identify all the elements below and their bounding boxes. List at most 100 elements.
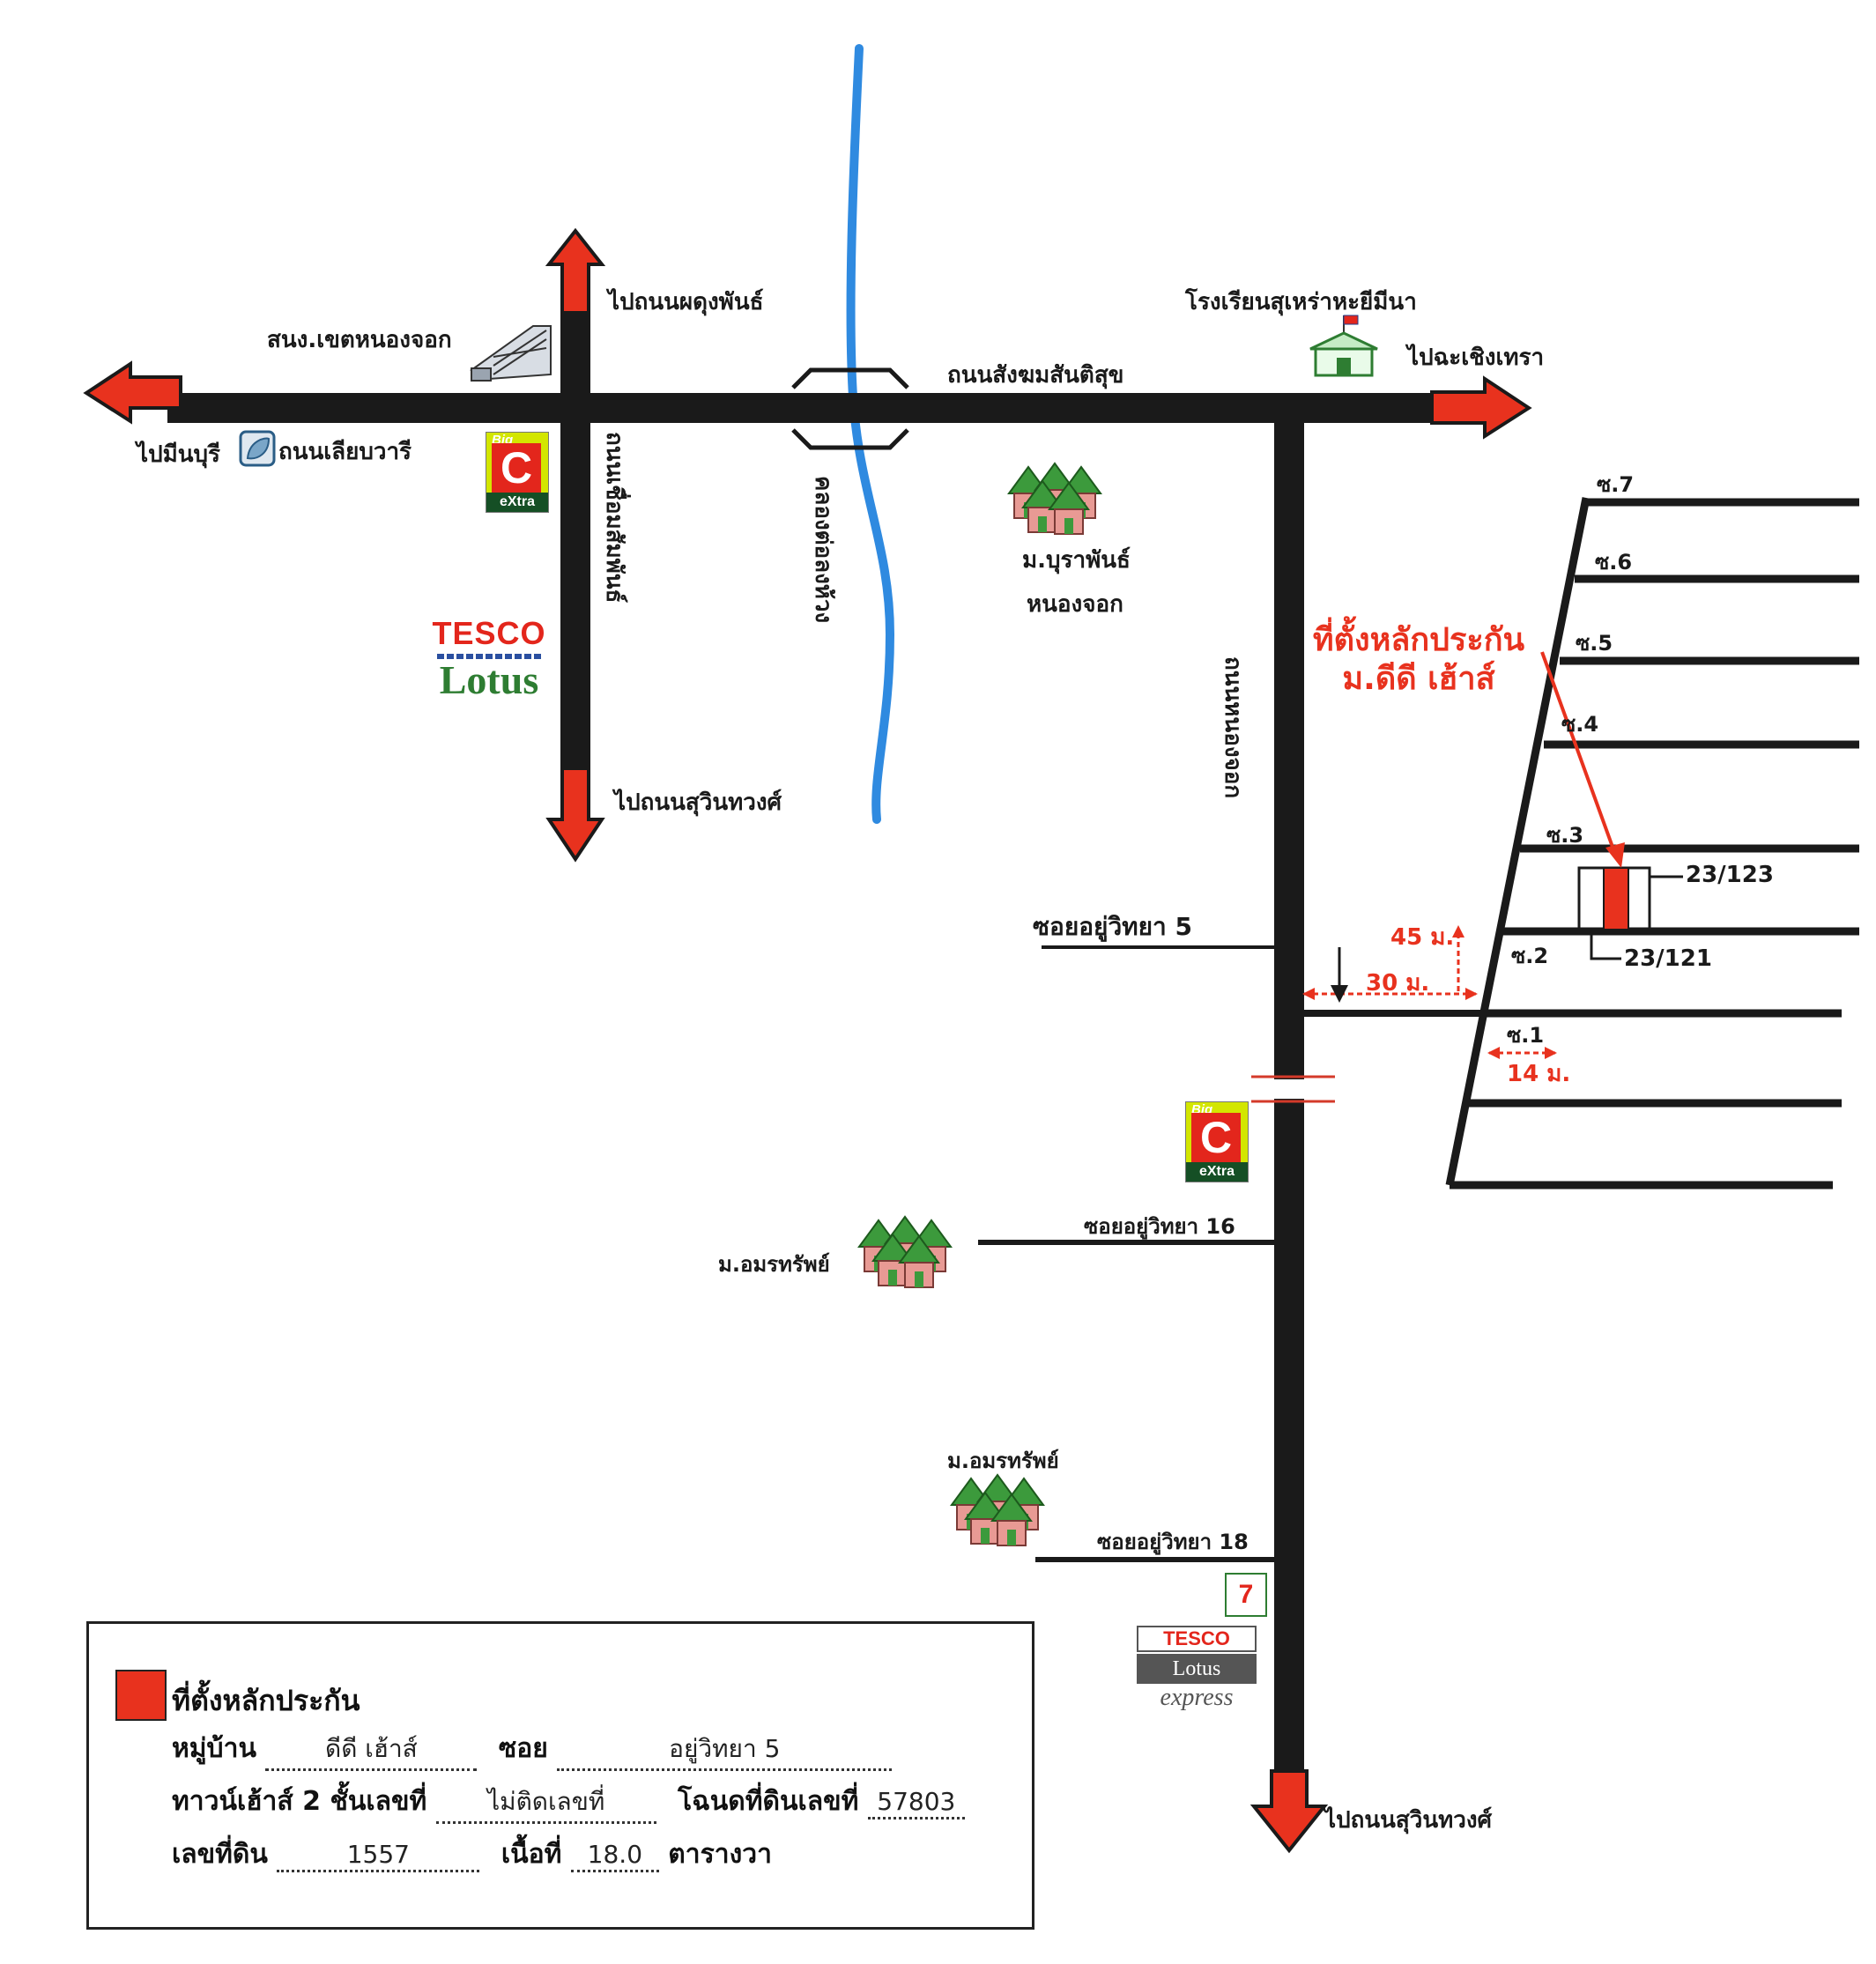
- arrow-down-1: [545, 767, 605, 863]
- collateral-pointer-head: [1605, 842, 1625, 868]
- village-houses-amon-2: [951, 1474, 1044, 1546]
- label-village-amon-1: ม.อมรทรัพย์: [718, 1252, 830, 1277]
- label-liapwari-rd: ถนนเลียบวารี: [278, 439, 412, 465]
- legend-soi-label: ซอย: [498, 1733, 548, 1764]
- legend-soi-dots: อยู่วิทยา 5: [557, 1730, 893, 1771]
- express-text: express: [1160, 1684, 1234, 1711]
- legend-marker-swatch: [115, 1670, 167, 1721]
- bigc-extra-logo-1: Big C eXtra: [486, 432, 549, 513]
- tesco-lotus-logo: TESCO Lotus: [432, 615, 546, 700]
- leader-23-121: [1590, 930, 1621, 960]
- bigc-extra-text: eXtra: [1186, 1162, 1248, 1182]
- arrow-up: [545, 227, 606, 315]
- school-icon: [1309, 315, 1378, 377]
- label-dist-30: 30 ม.: [1366, 970, 1430, 997]
- label-soi-5: ซ.5: [1576, 631, 1613, 656]
- label-unit-23-121: 23/121: [1624, 945, 1712, 972]
- distance-arrowheads: [1302, 925, 1557, 1059]
- label-nong-chok-rd: ถนนหนองจอก: [1220, 656, 1246, 799]
- legend-deed-dots: 57803: [867, 1786, 965, 1819]
- legend-village-label: หมู่บ้าน: [172, 1733, 256, 1764]
- road-nongchok: [1274, 423, 1304, 1797]
- label-school: โรงเรียนสุเหร่าหะยีมีนา: [1185, 289, 1417, 315]
- label-village-burapan: ม.บุราพันธ์: [1022, 547, 1131, 574]
- legend-row-village: หมู่บ้าน ดีดี เฮ้าส์ ซอย อยู่วิทยา 5: [172, 1728, 893, 1771]
- label-soi-3: ซ.3: [1546, 823, 1584, 848]
- legend-row-townhouse: ทาวน์เฮ้าส์ 2 ชั้นเลขที่ ไม่ติดเลขที่ โฉ…: [172, 1781, 965, 1824]
- legend-village-dots: ดีดี เฮ้าส์: [265, 1730, 478, 1771]
- label-dist-14: 14 ม.: [1507, 1061, 1571, 1087]
- label-district-office: สนง.เขตหนองจอก: [267, 327, 452, 353]
- label-chueamsamphan-rd: ถนนเชื่อมสัมพันธ์: [601, 432, 627, 604]
- legend-soi-value: อยู่วิทยา 5: [669, 1734, 781, 1763]
- soi5-pointer-head: [1331, 985, 1348, 1003]
- legend-village-value: ดีดี เฮ้าส์: [325, 1734, 418, 1763]
- tesco-express-text: TESCO: [1137, 1626, 1257, 1652]
- lotus-text: Lotus: [439, 657, 539, 702]
- legend-townhouse-dots: ไม่ติดเลขที่: [435, 1782, 656, 1824]
- label-to-suwinthawong-1: ไปถนนสุวินทวงศ์: [614, 789, 782, 816]
- tesco-stripes: [437, 654, 541, 659]
- legend-land-no-dots: 1557: [277, 1839, 480, 1872]
- bigc-extra-text: eXtra: [486, 493, 548, 512]
- label-sangkhom-rd: ถนนสังฆมสันติสุข: [947, 362, 1124, 389]
- seven-eleven-logo: 7: [1225, 1573, 1267, 1617]
- legend-area-dots: 18.0: [570, 1839, 659, 1872]
- lotus-express-text: Lotus: [1137, 1654, 1257, 1684]
- collateral-heading-line2: ม.ดีดี เฮ้าส์: [1342, 661, 1495, 697]
- arrow-left: [83, 360, 182, 425]
- label-nong-chok: หนองจอก: [1027, 591, 1123, 618]
- village-houses-burapan: [1008, 463, 1101, 535]
- legend-area-label: เนื้อที่: [501, 1839, 562, 1870]
- legend-land-no-value: 1557: [346, 1840, 410, 1869]
- label-soi-4: ซ.4: [1561, 712, 1599, 737]
- legend-townhouse-label: ทาวน์เฮ้าส์ 2 ชั้นเลขที่: [172, 1786, 427, 1817]
- label-to-minburi: ไปมีนบุรี: [137, 441, 220, 468]
- legend-box: ที่ตั้งหลักประกัน หมู่บ้าน ดีดี เฮ้าส์ ซ…: [86, 1621, 1034, 1930]
- canal-river: [846, 44, 895, 824]
- legend-land-no-label: เลขที่ดิน: [172, 1839, 268, 1870]
- distance-markers: [1304, 930, 1555, 1055]
- office-building-icon: [470, 325, 552, 382]
- label-soi-1: ซ.1: [1507, 1023, 1545, 1048]
- collateral-plot-marker: [1603, 867, 1629, 930]
- bridge-mark: [791, 367, 909, 450]
- road-sangkhom: [167, 393, 1445, 423]
- label-soi-6: ซ.6: [1595, 550, 1633, 574]
- label-soi-5: ซอยอยู่วิทยา 5: [1033, 912, 1192, 941]
- village-houses-amon-1: [858, 1216, 952, 1288]
- label-soi-2: ซ.2: [1511, 944, 1549, 968]
- legend-townhouse-value: ไม่ติดเลขที่: [487, 1787, 605, 1816]
- label-to-phadungphan: ไปถนนผดุงพันธ์: [608, 289, 764, 315]
- label-to-suwinthawong-2: ไปถนนสุวินทวงศ์: [1324, 1807, 1493, 1834]
- legend-deed-value: 57803: [877, 1787, 956, 1816]
- road-chueamsamphan: [560, 264, 590, 784]
- legend-area-value: 18.0: [587, 1840, 643, 1869]
- arrow-down-2: [1249, 1769, 1329, 1854]
- village-lanes: [1450, 498, 1859, 1190]
- village-main-lane: [1445, 497, 1591, 1186]
- legend-deed-label: โฉนดที่ดินเลขที่: [678, 1786, 859, 1817]
- label-canal: คลองต่อลงห้วง: [810, 476, 836, 624]
- bigc-c-text: C: [492, 443, 541, 493]
- arrow-right: [1430, 375, 1532, 440]
- legend-area-unit: ตารางวา: [668, 1839, 772, 1870]
- label-to-chachoengsao: ไปฉะเชิงเทรา: [1407, 345, 1545, 371]
- bigc-c-text: C: [1191, 1113, 1241, 1162]
- collateral-heading-line1: ที่ตั้งหลักประกัน: [1312, 622, 1525, 658]
- tesco-text: TESCO: [432, 615, 546, 651]
- label-soi-18: ซอยอยู่วิทยา 18: [1097, 1530, 1249, 1554]
- collateral-heading: ที่ตั้งหลักประกัน ม.ดีดี เฮ้าส์: [1300, 621, 1538, 699]
- label-dist-45: 45 ม.: [1390, 924, 1455, 951]
- label-soi-16: ซอยอยู่วิทยา 16: [1084, 1214, 1235, 1239]
- legend-title: ที่ตั้งหลักประกัน: [172, 1684, 360, 1717]
- bigc-extra-logo-2: Big C eXtra: [1185, 1101, 1249, 1182]
- label-village-amon-2: ม.อมรทรัพย์: [947, 1449, 1059, 1473]
- label-unit-23-123: 23/123: [1686, 862, 1774, 888]
- leaf-icon: [239, 430, 276, 467]
- legend-row-land: เลขที่ดิน 1557 เนื้อที่ 18.0 ตารางวา: [172, 1834, 772, 1875]
- collateral-pointer-arrow: [1540, 651, 1619, 860]
- label-soi-7: ซ.7: [1597, 472, 1635, 497]
- road-break-mark: [1251, 1075, 1335, 1103]
